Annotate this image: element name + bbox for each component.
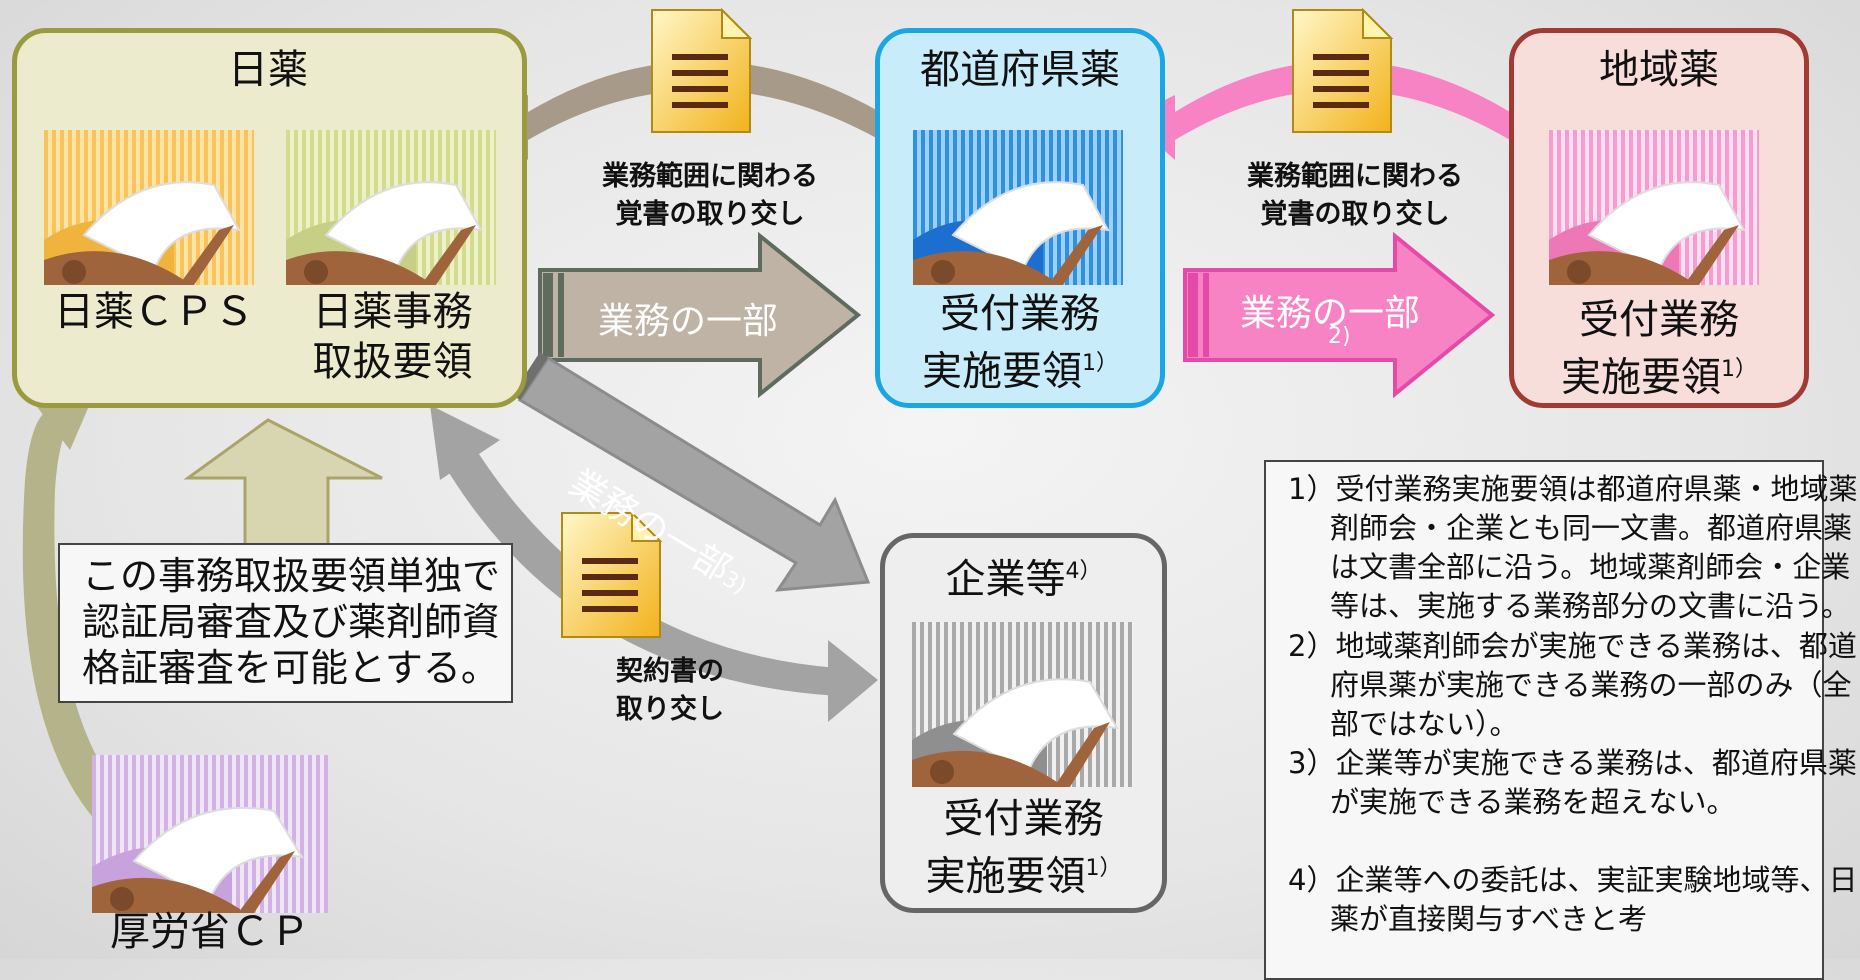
contract-label-line1: 契約書の: [616, 656, 724, 687]
contract-arrow: [430, 405, 878, 722]
nichiyaku-title: 日薬: [228, 47, 308, 93]
pref-sup: 1）: [1082, 351, 1118, 376]
book-icon-company: [912, 622, 1134, 787]
pref-label-2: 実施要領1）: [884, 340, 1156, 395]
nichiyaku-jimu-label-1: 日薬事務: [312, 289, 473, 335]
book-icon-region: [1549, 130, 1759, 285]
pref-label-2-text: 実施要領: [922, 348, 1082, 395]
part-label-2-sup: 2): [1328, 324, 1351, 349]
callout-line-2: 認証局審査及び薬剤師資: [82, 600, 501, 644]
part-label-1: 業務の一部: [598, 301, 779, 342]
memo-label-2-line2: 覚書の取り交し: [1260, 199, 1450, 230]
document-icon-2: [1292, 7, 1394, 133]
memo-label-1-line1: 業務範囲に関わる: [602, 161, 818, 192]
company-title: 企業等4）: [889, 548, 1158, 603]
company-title-sup: 4）: [1065, 559, 1102, 584]
document-icon-3: [561, 510, 663, 638]
callout-line-1: この事務取扱要領単独で: [82, 554, 501, 598]
part-arrow-2: [1183, 231, 1496, 399]
memo-label-1-line2: 覚書の取り交し: [615, 199, 805, 230]
region-label-2-text: 実施要領: [1561, 354, 1721, 401]
connectors-layer: [22, 7, 1557, 820]
callout-box: この事務取扱要領単独で 認証局審査及び薬剤師資 格証審査を可能とする。: [58, 543, 513, 703]
note-item-2: 2）地域薬剤師会が実施できる業務は、都道府県薬が実施できる業務の一部のみ（全部で…: [1288, 629, 1857, 741]
notes-box: 1）受付業務実施要領は都道府県薬・地域薬剤師会・企業とも同一文書。都道府県薬は文…: [1264, 460, 1857, 980]
nichiyaku-jimu-label-2: 取扱要領: [312, 339, 473, 385]
company-sup: 1）: [1085, 856, 1122, 881]
company-title-text: 企業等: [945, 556, 1066, 603]
document-icon-1: [651, 7, 753, 133]
company-label-2: 実施要領1）: [889, 845, 1158, 900]
region-label-1: 受付業務: [1579, 297, 1739, 343]
note-item-1: 1）受付業務実施要領は都道府県薬・地域薬剤師会・企業とも同一文書。都道府県薬は文…: [1288, 472, 1858, 623]
book-icon-mhlw: [92, 755, 328, 913]
contract-label-line2: 取り交し: [616, 694, 724, 725]
company-label-1: 受付業務: [943, 796, 1104, 842]
part-arrow-1: [538, 231, 862, 399]
note-item-3: 3）企業等が実施できる業務は、都道府県薬が実施できる業務を超えない。: [1288, 746, 1857, 819]
mhlw-label: 厚労省ＣＰ: [110, 909, 310, 955]
book-images-layer: [44, 130, 1759, 913]
region-sup: 1）: [1721, 357, 1757, 382]
book-icon-cps: [44, 130, 254, 285]
callout-line-3: 格証審査を可能とする。: [82, 646, 499, 690]
note-item-4: 4）企業等への委託は、実証実験地域等、日薬が直接関与すべきと考: [1288, 863, 1858, 936]
company-label-2-text: 実施要領: [925, 853, 1086, 900]
pref-label-1: 受付業務: [940, 291, 1100, 337]
part-label-2: 業務の一部: [1240, 293, 1421, 334]
region-label-2: 実施要領1）: [1518, 346, 1800, 401]
memo-label-2-line1: 業務範囲に関わる: [1247, 161, 1463, 192]
region-title: 地域薬: [1599, 47, 1719, 93]
nichiyaku-cps-label: 日薬ＣＰＳ: [54, 289, 254, 335]
pref-title: 都道府県薬: [920, 47, 1120, 93]
book-icon-jimu: [286, 130, 496, 285]
book-icon-pref: [913, 130, 1123, 285]
